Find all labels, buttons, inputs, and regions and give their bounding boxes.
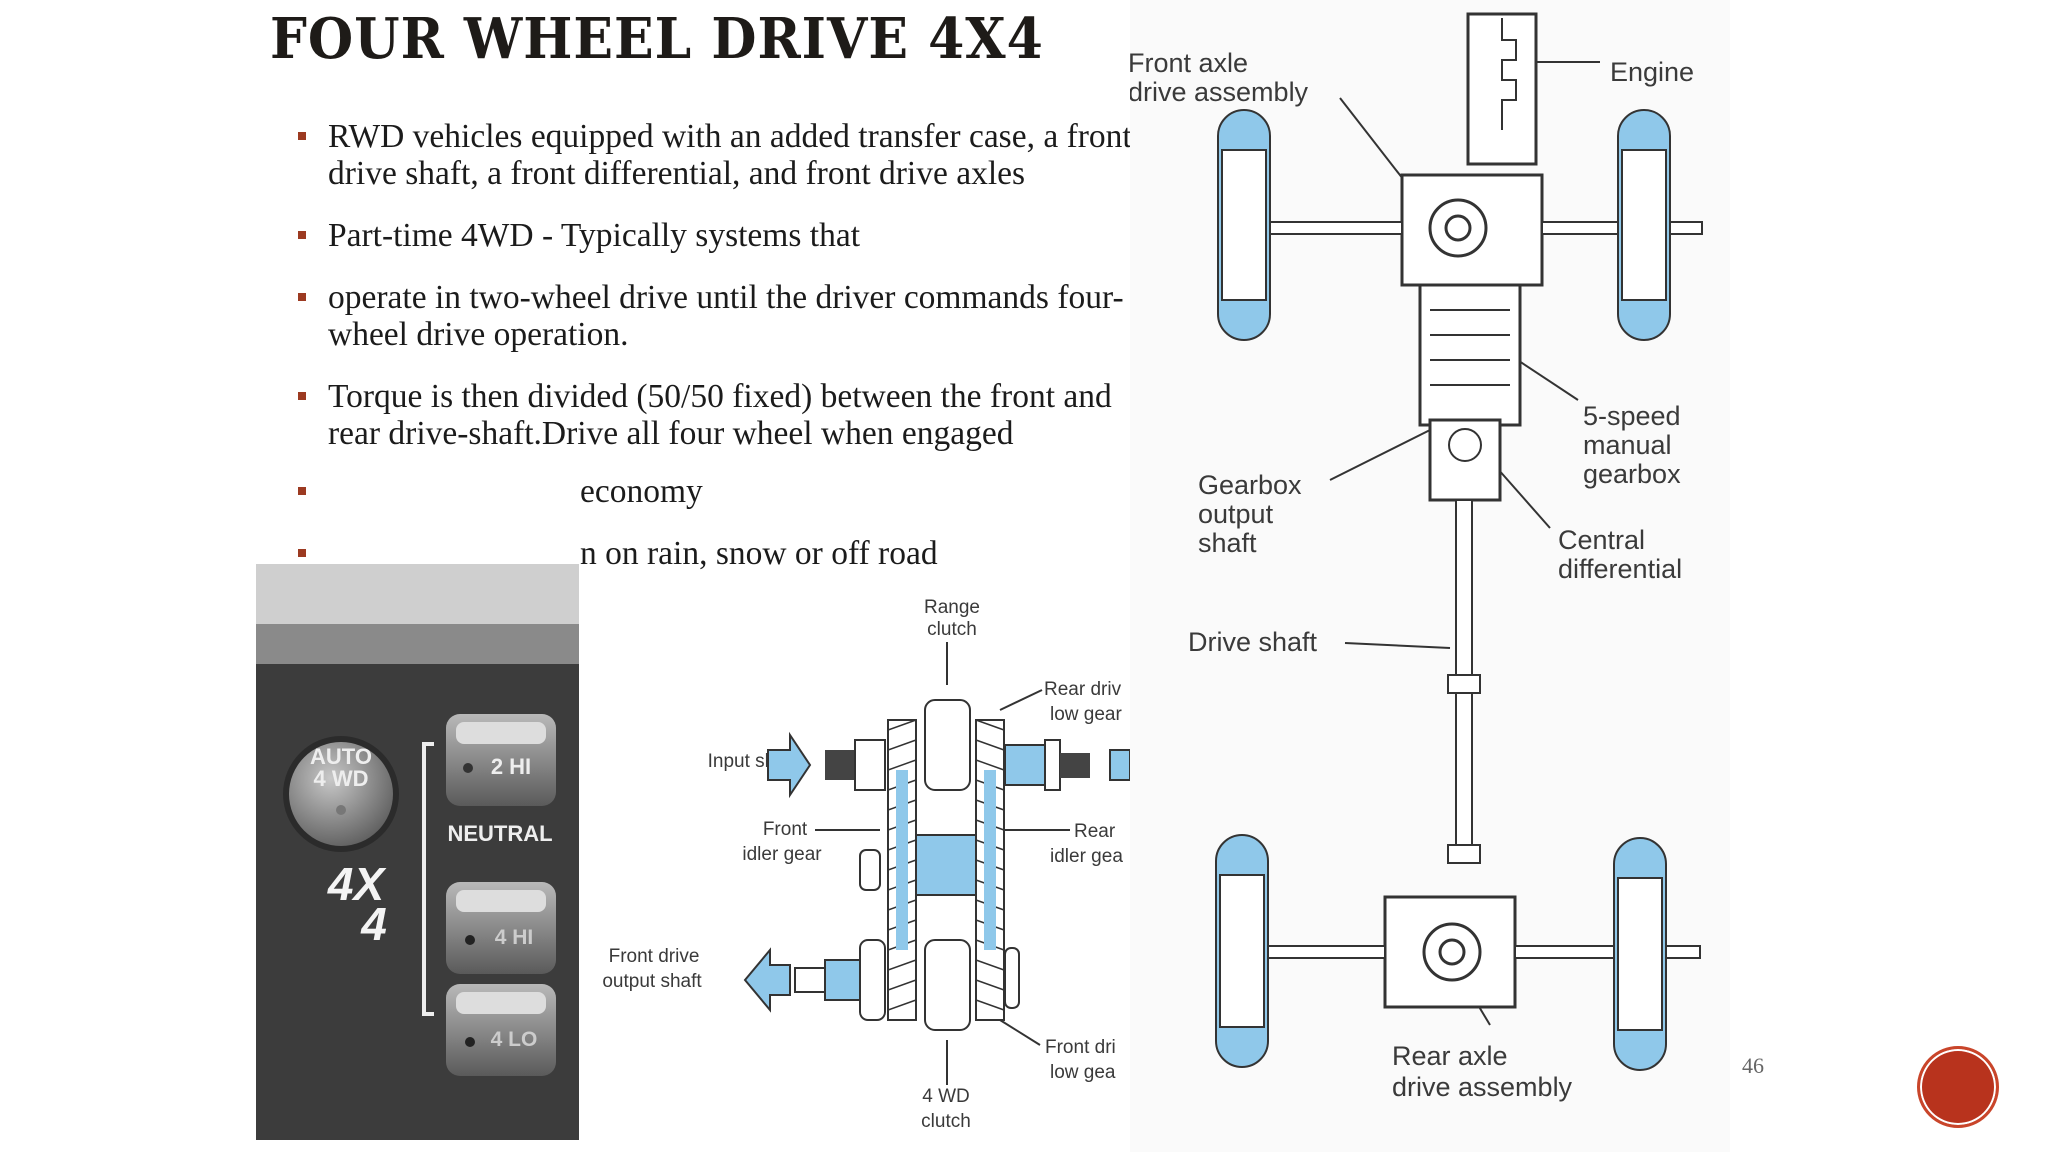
label-rear-idler-1: Rear [1074, 821, 1116, 842]
label-drive-shaft: Drive shaft [1188, 627, 1318, 657]
label-gearbox-output-3: shaft [1198, 528, 1257, 558]
rear-left-wheel [1215, 834, 1269, 1068]
2hi-label: 2 HI [491, 754, 531, 779]
4lo-label: 4 LO [491, 1028, 538, 1051]
label-front-drive: Front drive [609, 946, 700, 967]
label-front-drive-low-1: Front dri [1045, 1037, 1116, 1058]
selector-panel-photo: AUTO 4 WD 2 HI NEUTRAL 4 HI 4 LO 4X 4 [256, 564, 579, 1140]
label-central-diff-2: differential [1558, 554, 1682, 584]
label-4wd: 4 WD [922, 1086, 970, 1107]
4x4-badge-top: 4X [327, 858, 387, 910]
logo-circle [1917, 1046, 1999, 1128]
label-clutch: clutch [927, 619, 977, 640]
label-rear-drive: Rear driv [1044, 679, 1122, 700]
drivetrain-diagram: Front axle drive assembly Engine 5-speed… [1128, 0, 1730, 1152]
gearbox [1418, 283, 1522, 427]
bullet-item: operate in two-wheel drive until the dri… [294, 279, 1136, 353]
bullet-marker [298, 549, 306, 557]
bullet-item: Part-time 4WD - Typically systems that [294, 217, 1136, 254]
label-front-drive-low-2: low gea [1050, 1062, 1116, 1083]
label-rear-axle-2: drive assembly [1392, 1072, 1573, 1102]
bullet-marker [298, 392, 306, 400]
front-left-wheel [1217, 109, 1271, 341]
bullet-marker [298, 231, 306, 239]
4hi-label: 4 HI [495, 926, 534, 949]
front-right-wheel [1617, 109, 1671, 341]
label-gearbox-output-1: Gearbox [1198, 470, 1302, 500]
rear-output-arrow [1109, 749, 1131, 781]
output-arrow [743, 947, 791, 1013]
label-output-shaft: output shaft [602, 971, 702, 992]
label-gearbox-output-2: output [1198, 499, 1274, 529]
label-rear-axle-1: Rear axle [1392, 1041, 1508, 1071]
4x4-badge-bottom: 4 [360, 898, 387, 950]
label-low-gear: low gear [1050, 704, 1122, 725]
label-5speed-3: gearbox [1583, 459, 1681, 489]
drive-shaft [1455, 499, 1473, 846]
bullet-marker [298, 293, 306, 301]
bullet-marker [298, 132, 306, 140]
label-front-idler-1: Front [763, 819, 808, 840]
label-front-axle-2: drive assembly [1130, 77, 1309, 107]
bullet-marker [298, 487, 306, 495]
page-number: 46 [1742, 1053, 1764, 1078]
label-range: Range [924, 597, 980, 618]
bullet-item: n on rain, snow or off road [294, 535, 1136, 572]
label-rear-idler-2: idler gea [1050, 846, 1123, 867]
neutral-label: NEUTRAL [447, 821, 552, 846]
label-engine: Engine [1610, 57, 1694, 87]
label-central-diff-1: Central [1558, 525, 1645, 555]
rear-right-wheel [1613, 837, 1667, 1071]
label-5speed-1: 5-speed [1583, 401, 1681, 431]
auto-4wd-label-1: AUTO [310, 744, 372, 769]
transfer-case-diagram: Range clutch Input shaft Rear driv low g… [580, 590, 1131, 1150]
bullet-item: Torque is then divided (50/50 fixed) bet… [294, 378, 1136, 452]
bullet-item: economy [294, 473, 1136, 510]
slide-title: FOUR WHEEL DRIVE 4X4 [270, 6, 1044, 72]
label-5speed-2: manual [1583, 430, 1672, 460]
bullet-list: RWD vehicles equipped with an added tran… [294, 118, 1136, 597]
bullet-item: RWD vehicles equipped with an added tran… [294, 118, 1136, 192]
auto-4wd-label-2: 4 WD [314, 766, 369, 791]
input-arrow [767, 731, 812, 799]
label-front-idler-2: idler gear [742, 844, 822, 865]
label-4wd-clutch: clutch [921, 1111, 971, 1132]
label-front-axle-1: Front axle [1130, 48, 1248, 78]
